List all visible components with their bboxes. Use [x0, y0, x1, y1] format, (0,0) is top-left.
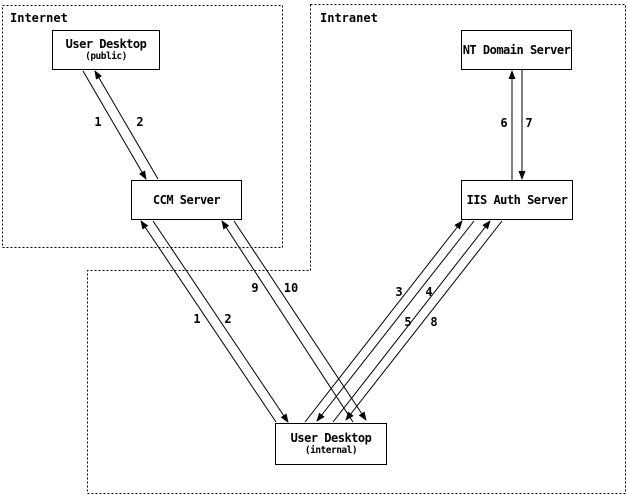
node-nt-domain-server: NT Domain Server: [461, 30, 572, 70]
node-iis-auth-server-title: IIS Auth Server: [466, 192, 568, 207]
edge-label-nt-iis-7: 7: [525, 116, 533, 130]
node-user-desktop-public-subtitle: (public): [85, 51, 127, 62]
edge-label-internal-ccm-9: 9: [251, 281, 259, 295]
edge-internal-desktop-to-iis-3: [304, 220, 463, 423]
node-nt-domain-server-title: NT Domain Server: [462, 42, 571, 57]
node-ccm-server-title: CCM Server: [152, 192, 221, 207]
edge-label-public-ccm-1: 1: [94, 115, 102, 129]
node-user-desktop-public: User Desktop (public): [52, 30, 160, 70]
edge-label-internal-ccm-1: 1: [193, 312, 201, 326]
node-user-desktop-internal-subtitle: (internal): [304, 445, 358, 456]
node-ccm-server: CCM Server: [131, 180, 242, 220]
edge-internal-desktop-to-ccm-9: [221, 220, 354, 423]
edge-ccm-to-internal-desktop-2: [152, 220, 289, 423]
edge-label-ccm-internal-10: 10: [283, 281, 299, 295]
node-user-desktop-internal-title: User Desktop: [290, 431, 372, 445]
internet-zone-label: Internet: [10, 11, 68, 25]
edge-iis-to-internal-desktop-8: [345, 220, 503, 421]
edge-label-internal-iis-5: 5: [404, 315, 412, 329]
edge-ccm-to-internal-desktop-10: [233, 220, 367, 421]
node-iis-auth-server: IIS Auth Server: [461, 180, 573, 220]
edge-label-iis-nt-6: 6: [500, 116, 508, 130]
edge-label-internal-iis-3: 3: [395, 285, 403, 299]
edge-iis-to-internal-desktop-4: [316, 220, 475, 422]
edge-label-iis-internal-8: 8: [430, 315, 438, 329]
intranet-zone-label: Intranet: [320, 11, 378, 25]
edge-label-public-ccm-2: 2: [136, 115, 144, 129]
edge-ccm-to-public-desktop-2: [94, 70, 159, 180]
intranet-zone-border: [87, 4, 626, 494]
node-user-desktop-public-title: User Desktop: [65, 37, 147, 51]
edge-label-iis-internal-4: 4: [425, 285, 433, 299]
edge-label-internal-ccm-2: 2: [224, 312, 232, 326]
internet-zone-border: [2, 5, 283, 248]
edge-internal-desktop-to-ccm-1: [140, 220, 277, 423]
node-user-desktop-internal: User Desktop (internal): [275, 423, 387, 465]
edge-internal-desktop-to-iis-5: [332, 220, 491, 423]
edge-public-desktop-to-ccm-1: [82, 70, 147, 180]
